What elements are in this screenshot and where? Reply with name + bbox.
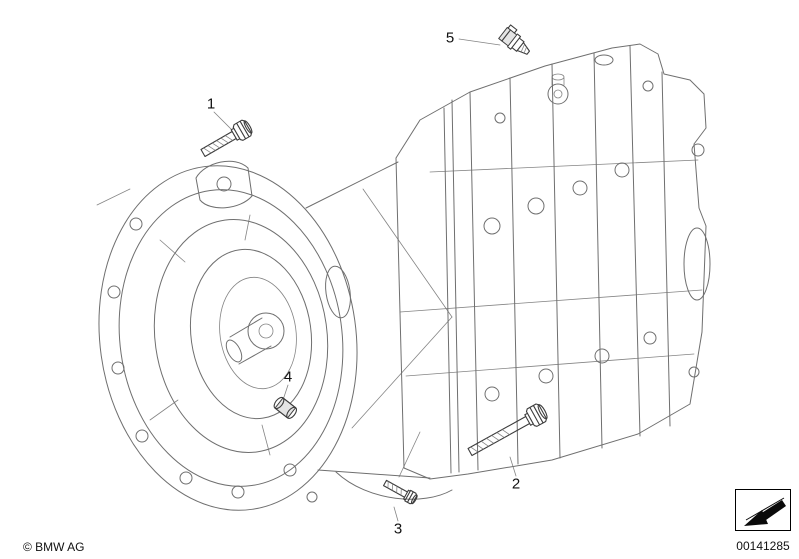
dowel-part-4: [273, 396, 298, 419]
switch-part-5: [498, 24, 530, 55]
bolt-part-2: [467, 403, 548, 457]
callout-4: 4: [283, 368, 293, 386]
callout-3: 3: [393, 520, 403, 538]
leader-lines: [96, 38, 517, 522]
callout-2: 2: [511, 475, 521, 493]
direction-arrow-icon: [735, 489, 791, 531]
bolt-part-3: [382, 479, 418, 505]
callout-1: 1: [206, 95, 216, 113]
gearbox-body: [306, 43, 711, 503]
bolt-part-1: [200, 119, 253, 158]
bell-housing: [98, 160, 431, 511]
diagram-number: 00141285: [736, 539, 790, 553]
callout-5: 5: [445, 29, 455, 47]
copyright-text: © BMW AG: [23, 540, 85, 554]
